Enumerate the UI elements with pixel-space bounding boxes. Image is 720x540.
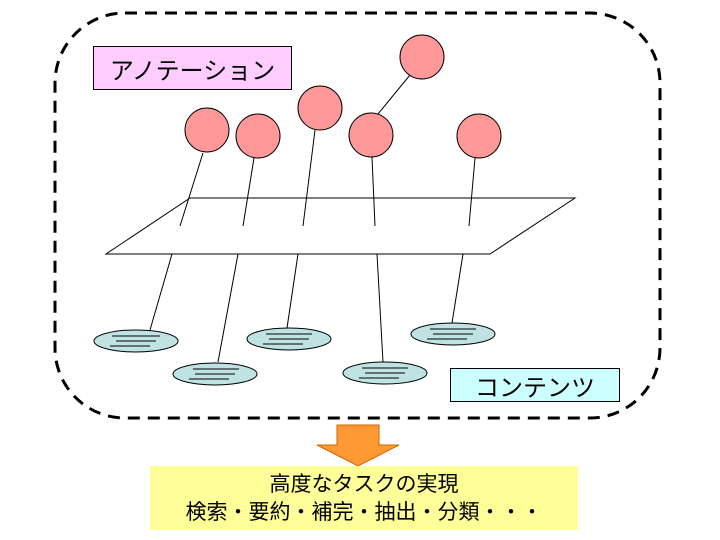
- annotation-nodes: [184, 34, 502, 159]
- content-doc: [246, 327, 332, 351]
- content-docs: [93, 322, 496, 386]
- annotation-label: アノテーション: [93, 46, 292, 90]
- annotation-node: [456, 113, 502, 159]
- down-arrow: [316, 424, 400, 467]
- annotation-node: [297, 85, 343, 131]
- lower-links: [149, 253, 464, 363]
- upper-links: [179, 74, 476, 227]
- content-doc: [93, 329, 179, 353]
- content-doc: [172, 362, 258, 386]
- annotation-node: [235, 113, 281, 159]
- annotation-node: [184, 107, 230, 153]
- annotation-node: [399, 34, 445, 80]
- dashed-boundary: [53, 11, 662, 420]
- result-title: 高度なタスクの実現: [269, 472, 459, 496]
- content-plane: [104, 197, 577, 255]
- result-task-list: 検索・要約・補完・抽出・分類・・・: [185, 500, 543, 524]
- annotation-node: [348, 112, 394, 158]
- contents-label: コンテンツ: [450, 368, 620, 402]
- content-doc: [342, 361, 428, 385]
- result-box: 高度なタスクの実現 検索・要約・補完・抽出・分類・・・: [150, 466, 578, 530]
- content-doc: [410, 322, 496, 346]
